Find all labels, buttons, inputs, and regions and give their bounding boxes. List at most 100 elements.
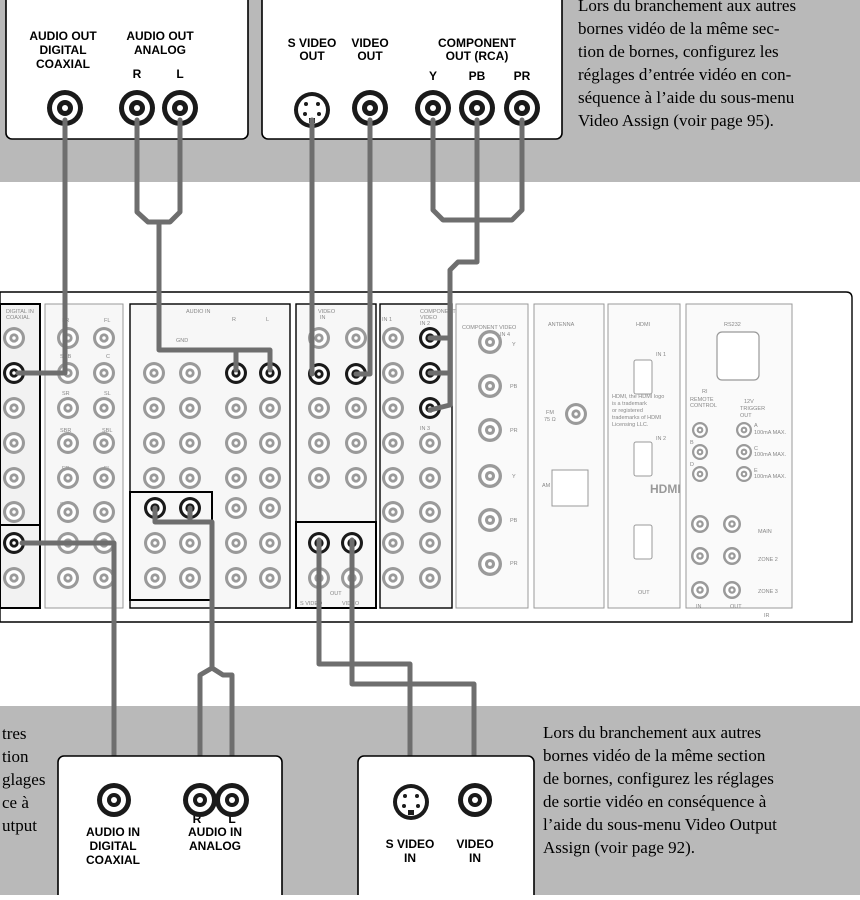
ri-label: RI <box>702 389 708 395</box>
top-note-line-6: Video Assign (voir page 95). <box>578 111 774 130</box>
s-video-out-jack <box>294 92 330 128</box>
comp4-pb-label: PB <box>510 384 518 390</box>
hdmi-label: HDMI <box>636 322 651 328</box>
panel-comp4-jack <box>478 508 502 532</box>
sr-label-1: SR <box>62 391 70 397</box>
bottom-left-note-line-2: tion <box>2 747 29 766</box>
panel-analog-jack <box>259 567 281 589</box>
panel-analog-jack <box>179 432 201 454</box>
s-video-in-label-2: IN <box>404 851 416 865</box>
panel-video-jack <box>345 327 367 349</box>
panel-video-jack <box>345 432 367 454</box>
panel-comp3-jack <box>419 432 441 454</box>
comp4b-y-label: Y <box>512 474 516 480</box>
trigger-label-3: OUT <box>740 413 752 419</box>
panel-l-label: L <box>266 317 269 323</box>
panel-digital-jack <box>3 532 25 554</box>
in1-label: IN 1 <box>382 317 392 323</box>
trigger-a-label: A <box>754 423 758 429</box>
panel-comp4-jack <box>478 374 502 398</box>
panel-digital-jack <box>3 397 25 419</box>
audio-in-l-jack <box>215 783 249 817</box>
bottom-note-line-3: de bornes, configurez les réglages <box>543 769 774 788</box>
ir-zone2-label: ZONE 2 <box>758 557 778 563</box>
audio-in-digital-label-1: AUDIO IN <box>86 825 140 839</box>
trigger-jack <box>736 422 752 438</box>
cables <box>15 117 525 783</box>
hdmi-in2-port <box>633 441 653 477</box>
audio-out-l-jack <box>162 90 198 126</box>
ir-zone3-label: ZONE 3 <box>758 589 778 595</box>
s-video-out-label-1: S VIDEO <box>288 36 337 50</box>
panel-speaker-jack <box>93 397 115 419</box>
panel-comp1-jack <box>382 327 404 349</box>
panel-speaker-jack <box>57 567 79 589</box>
video-out-label-2: OUT <box>357 49 383 63</box>
panel-digital-jack <box>3 362 25 384</box>
audio-out-digital-label-1: AUDIO OUT <box>29 29 97 43</box>
rs232-label: RS232 <box>724 322 741 328</box>
sl-label-1: SL <box>104 391 111 397</box>
panel-digital-jack <box>3 467 25 489</box>
trigger-b-label: B <box>690 440 694 446</box>
sbl-label-1: SBL <box>102 428 112 434</box>
video-out-jack <box>352 90 388 126</box>
s-video-in-label-1: S VIDEO <box>386 837 435 851</box>
fm-antenna-jack <box>565 403 587 425</box>
component-pr-label: PR <box>514 69 531 83</box>
bottom-left-note-line-4: ce à <box>2 793 29 812</box>
audio-in-r-label: R <box>193 812 202 826</box>
bottom-left-note-line-3: glages <box>2 770 46 789</box>
trigger-label-1: 12V <box>744 399 754 405</box>
panel-digital-jack <box>3 432 25 454</box>
bottom-left-note-line-1: tres <box>2 724 27 743</box>
panel-comp1-jack <box>382 362 404 384</box>
ir-main-label: MAIN <box>758 529 772 535</box>
hdmi-in2-label: IN 2 <box>656 436 666 442</box>
panel-analog-jack <box>225 397 247 419</box>
panel-r-label: R <box>232 317 236 323</box>
panel-comp-jack <box>419 532 441 554</box>
panel-comp1-jack <box>382 397 404 419</box>
panel-analog-jack <box>225 532 247 554</box>
panel-comp4-jack <box>478 418 502 442</box>
panel-speaker-jack <box>57 327 79 349</box>
video-in-jack <box>458 783 492 817</box>
panel-analog-jack <box>144 532 166 554</box>
panel-analog-jack <box>259 432 281 454</box>
gnd-label: GND <box>176 338 188 344</box>
bottom-note-line-2: bornes vidéo de la même section <box>543 746 766 765</box>
ir-out-label: OUT <box>730 604 742 610</box>
panel-video-jack <box>345 397 367 419</box>
ir-jack <box>723 547 741 565</box>
cable-s-video-in <box>316 537 413 783</box>
hdmi-note-3: or registered <box>612 408 643 414</box>
panel-svideo-jack <box>308 397 330 419</box>
trigger-c-label: C <box>754 446 758 452</box>
panel-analog-jack <box>143 467 165 489</box>
panel-analog-jack <box>143 362 165 384</box>
audio-in-analog-label-2: ANALOG <box>189 839 241 853</box>
panel-speaker-jack <box>57 432 79 454</box>
panel-analog-jack <box>259 532 281 554</box>
ir-jack <box>723 581 741 599</box>
in3-label: IN 3 <box>420 426 430 432</box>
digital-in-label-2: COAXIAL <box>6 315 30 321</box>
panel-analog-jack <box>143 397 165 419</box>
bottom-note-line-6: Assign (voir page 92). <box>543 838 696 857</box>
video-out-label-1: VIDEO <box>351 36 388 50</box>
panel-analog-jack <box>179 567 201 589</box>
panel-comp4-jack <box>478 464 502 488</box>
video-in-label-1: VIDEO <box>456 837 493 851</box>
trigger-jack <box>736 444 752 460</box>
video-in-box: S VIDEO IN VIDEO IN <box>357 755 535 900</box>
audio-in-l-label: L <box>228 812 235 826</box>
remote-control-label-1: REMOTE <box>690 397 714 403</box>
panel-analog-jack <box>143 432 165 454</box>
component-y-jack <box>415 90 451 126</box>
cable-analog-in-r <box>152 505 215 773</box>
panel-speaker-jack <box>93 432 115 454</box>
cable-digital-out <box>15 117 68 376</box>
